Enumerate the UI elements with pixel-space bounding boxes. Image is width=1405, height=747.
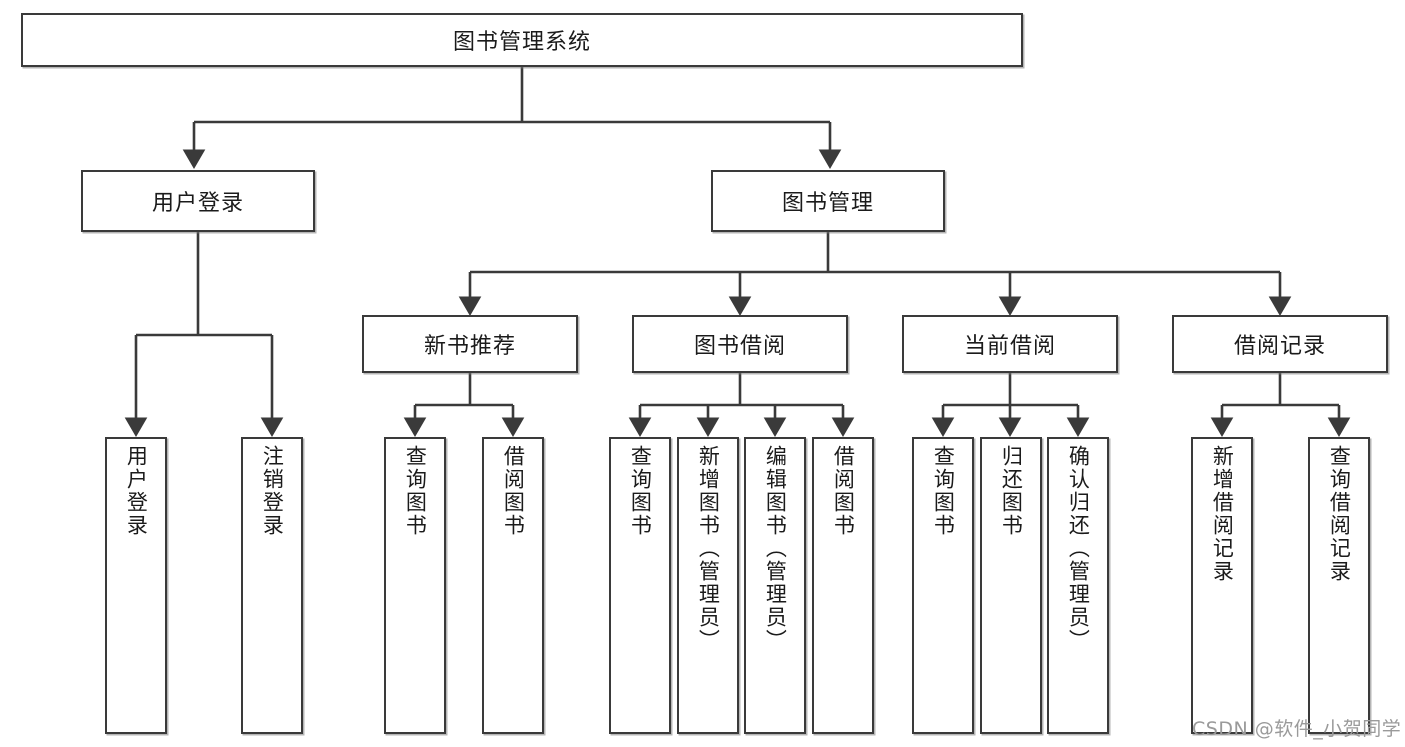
leaf-current-query-book[interactable]: 查询图书 [912,437,974,734]
watermark: CSDN @软件_小贺同学 [1192,714,1401,741]
leaf-new-book-query-label: 查询图书 [403,445,428,537]
leaf-borrow-borrow-book[interactable]: 借阅图书 [812,437,874,734]
leaf-record-query[interactable]: 查询借阅记录 [1308,437,1370,734]
leaf-current-query-book-label: 查询图书 [931,445,956,537]
leaf-borrow-borrow-book-label: 借阅图书 [831,445,856,537]
leaf-borrow-query-book[interactable]: 查询图书 [609,437,671,734]
leaf-user-login-signout[interactable]: 注销登录 [241,437,303,734]
node-book-borrow[interactable]: 图书借阅 [632,315,848,373]
leaf-current-confirm-return[interactable]: 确认归还（管理员） [1047,437,1109,734]
leaf-borrow-add-book-label: 新增图书（管理员） [696,445,721,652]
node-new-book-recommend-label: 新书推荐 [423,334,516,359]
leaf-new-book-borrow-label: 借阅图书 [501,445,526,537]
leaf-borrow-edit-book-label: 编辑图书（管理员） [763,445,788,652]
leaf-current-confirm-return-label: 确认归还（管理员） [1066,445,1091,652]
node-book-management[interactable]: 图书管理 [711,170,945,232]
node-borrow-record-label: 借阅记录 [1233,334,1326,359]
leaf-borrow-add-book[interactable]: 新增图书（管理员） [677,437,739,734]
leaf-new-book-borrow[interactable]: 借阅图书 [482,437,544,734]
node-borrow-record[interactable]: 借阅记录 [1172,315,1388,373]
leaf-current-return-book[interactable]: 归还图书 [980,437,1042,734]
node-current-borrow-label: 当前借阅 [963,334,1056,359]
node-current-borrow[interactable]: 当前借阅 [902,315,1118,373]
leaf-borrow-query-book-label: 查询图书 [628,445,653,537]
leaf-borrow-edit-book[interactable]: 编辑图书（管理员） [744,437,806,734]
leaf-user-login-signin[interactable]: 用户登录 [105,437,167,734]
leaf-record-add-label: 新增借阅记录 [1210,445,1235,583]
leaf-new-book-query[interactable]: 查询图书 [384,437,446,734]
leaf-record-query-label: 查询借阅记录 [1327,445,1352,583]
node-book-management-label: 图书管理 [781,191,874,216]
leaf-user-login-signin-label: 用户登录 [124,445,149,537]
leaf-record-add[interactable]: 新增借阅记录 [1191,437,1253,734]
node-root[interactable]: 图书管理系统 [21,13,1023,67]
node-root-label: 图书管理系统 [452,30,591,55]
node-book-borrow-label: 图书借阅 [693,334,786,359]
watermark-text: CSDN @软件_小贺同学 [1192,718,1402,740]
node-new-book-recommend[interactable]: 新书推荐 [362,315,578,373]
node-user-login[interactable]: 用户登录 [81,170,315,232]
node-user-login-label: 用户登录 [151,191,244,216]
leaf-current-return-book-label: 归还图书 [999,445,1024,537]
leaf-user-login-signout-label: 注销登录 [260,445,285,537]
